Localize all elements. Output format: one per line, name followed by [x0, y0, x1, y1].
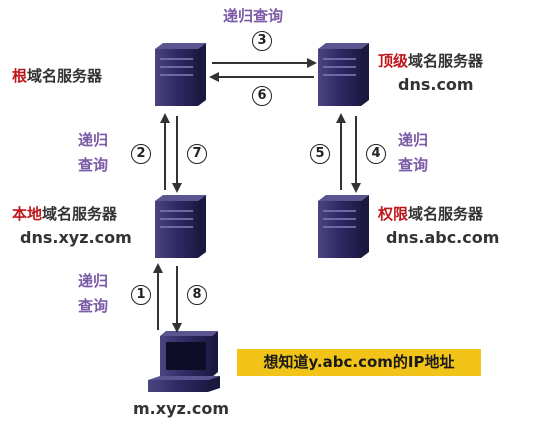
local-server-icon — [155, 195, 206, 258]
tld-server-label-rest: 域名服务器 — [408, 52, 484, 70]
right-query-label-2: 查询 — [398, 156, 429, 174]
step-4-badge: 4 — [366, 144, 386, 164]
left-query-label-2: 查询 — [78, 156, 109, 174]
local-server-label-highlight: 本地 — [12, 205, 43, 223]
root-server-label: 根域名服务器 — [12, 67, 102, 86]
root-server-label-highlight: 根 — [12, 67, 28, 85]
right-query-label-1: 递归 — [398, 131, 429, 149]
step-3-badge: 3 — [252, 31, 272, 51]
client-host: m.xyz.com — [133, 399, 230, 418]
tld-server-label-highlight: 顶级 — [378, 52, 409, 70]
top-recursive-query-label: 递归查询 — [223, 7, 284, 25]
auth-server-host: dns.abc.com — [386, 228, 500, 247]
left-query-label-1: 递归 — [78, 131, 109, 149]
step-5-badge: 5 — [310, 144, 330, 164]
tld-server-icon — [318, 43, 369, 106]
auth-server-label: 权限域名服务器 — [378, 205, 483, 224]
root-server-icon — [155, 43, 206, 106]
step-2-badge: 2 — [131, 144, 151, 164]
bottom-query-label-1: 递归 — [78, 272, 109, 290]
local-server-label-rest: 域名服务器 — [42, 205, 118, 223]
auth-server-label-rest: 域名服务器 — [408, 205, 484, 223]
step-8-badge: 8 — [187, 285, 207, 305]
auth-server-icon — [318, 195, 369, 258]
bottom-query-label-2: 查询 — [78, 297, 109, 315]
local-server-host: dns.xyz.com — [20, 228, 132, 247]
root-server-label-rest: 域名服务器 — [27, 67, 103, 85]
tld-server-host: dns.com — [398, 75, 474, 94]
local-server-label: 本地域名服务器 — [12, 205, 117, 224]
step-7-badge: 7 — [187, 144, 207, 164]
tld-server-label: 顶级域名服务器 — [378, 52, 483, 71]
step-6-badge: 6 — [252, 86, 272, 106]
auth-server-label-highlight: 权限 — [378, 205, 409, 223]
step-1-badge: 1 — [131, 285, 151, 305]
query-goal-note: 想知道y.abc.com的IP地址 — [237, 349, 481, 376]
client-computer-icon — [148, 331, 220, 392]
